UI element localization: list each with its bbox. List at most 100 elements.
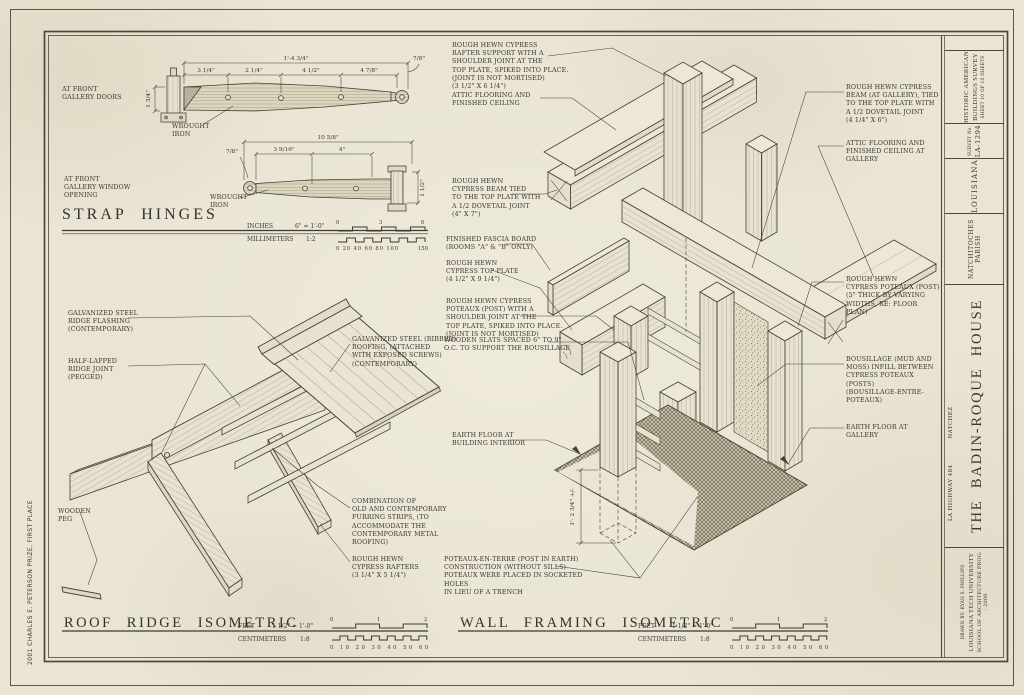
strap-hinges-title: STRAP HINGES [62,206,218,223]
project-title: THE BADIN-ROQUE HOUSE [969,298,985,534]
wall-note-bousillage: BOUSILLAGE (MUD AND MOSS) INFILL BETWEEN… [846,356,934,404]
school-name: LOUISIANA TECH UNIVERSITY [967,552,975,652]
wall-feet-eq: 1 1/2" = 1'-0" [672,623,713,630]
drawn-by: DRAWN BY: RYAN S. PHILLIPS [960,564,966,640]
dimension-texts: 1'-4 3/4" 3 1/4" 2 1/4" 4 1/2" 4 7/8" 7/… [146,56,576,526]
h2-start-dim: 7/8" [226,149,238,155]
wall-cm-eq: 1:8 [700,636,710,643]
label-wrought-iron-1: WROUGHT IRON [172,123,210,139]
roof-ridge-title: ROOF RIDGE ISOMETRIC [64,615,299,631]
roof-cm-ticks: 0 10 20 30 40 50 60 [330,645,428,651]
strap-in-tick-6: 6 [421,220,424,226]
h2-seg1-dim: 3 9/16" [273,147,295,153]
h2-seg2-dim: 4" [339,147,346,153]
roof-feet-eq: 1 1/2" = 1'-0" [272,623,313,630]
sheet-borders [10,9,1014,686]
wall-note-rafter-support: ROUGH HEWN CYPRESS RAFTER SUPPORT WITH A… [452,42,569,90]
wall-leaders [491,47,875,579]
habs-line1: HISTORIC AMERICAN [962,51,970,123]
roof-cm-eq: 1:8 [300,636,310,643]
wall-note-poteaux-en-terre: POTEAUX-EN-TERRE (POST IN EARTH) CONSTRU… [444,556,583,596]
wall-note-gallery-beam: ROUGH HEWN CYPRESS BEAM (AT GALLERY), TI… [846,84,939,124]
scale-texts: INCHES 6" = 1'-0" MILLIMETERS 1:2 0 3 6 … [238,220,828,651]
strap-in-tick-0: 0 [336,220,339,226]
depth-dimension [576,467,616,546]
strap-hinges-drawing [62,60,428,243]
wall-note-poteaux-shoulder: ROUGH HEWN CYPRESS POTEAUX (POST) WITH A… [446,298,563,338]
wall-framing-drawing [458,47,937,641]
wall-cm-ticks: 0 10 20 30 40 50 60 [730,645,828,651]
wall-note-poteaux-post: ROUGH HEWN CYPRESS POTEAUX (POST) (5" TH… [846,276,940,316]
county-name: NATCHITOCHES PARISH [967,219,982,279]
h1-seg1-dim: 3 1/4" [197,68,215,74]
sheet-count: SHEET 10 OF 10 SHEETS [981,55,987,119]
roof-cm-label: CENTIMETERS [238,636,286,643]
strap-mm-label: MILLIMETERS [247,236,293,243]
project-address: LA HIGHWAY 484 [948,464,954,521]
wall-feet-label: FEET [638,623,655,630]
strap-inches-label: INCHES [247,223,273,230]
roof-ft-tick-2: 2 [424,617,427,623]
school-program: SCHOOL OF ARCHITECTURE PROG. - 2000 [976,551,989,653]
strap-mm-eq: 1:2 [306,236,316,243]
roof-note-furring: COMBINATION OF OLD AND CONTEMPORARY FURR… [352,498,447,546]
arrowhead-interior-floor [572,446,581,455]
project-town: NATCHEZ [948,406,954,439]
roof-note-wooden-peg: WOODEN PEG [58,508,91,524]
wall-note-gallery-ceiling: ATTIC FLOORING AND FINISHED CEILING AT G… [846,140,925,164]
h1-seg4-dim: 4 7/8" [360,68,378,74]
label-gallery-doors: AT FRONT GALLERY DOORS [62,86,122,102]
wall-ft-tick-1: 1 [777,617,780,623]
wall-ft-tick-0: 0 [730,617,733,623]
label-wrought-iron-2: WROUGHT IRON [210,194,248,210]
wall-ft-tick-2: 2 [824,617,827,623]
wall-framing-title: WALL FRAMING ISOMETRIC [460,615,723,631]
wall-note-beam-dovetail: ROUGH HEWN CYPRESS BEAM TIED TO THE TOP … [452,178,541,218]
wall-note-earth-interior: EARTH FLOOR AT BUILDING INTERIOR [452,432,526,448]
h1-seg3-dim: 4 1/2" [302,68,320,74]
wall-cm-label: CENTIMETERS [638,636,686,643]
state-name: LOUISIANA [970,159,979,213]
survey-no-label: SURVEY No. [967,125,973,157]
wall-note-fascia: FINISHED FASCIA BOARD (ROOMS "A" & "B" O… [446,236,537,252]
wall-depth-dim: 1'- 2 3/4" +/- [570,488,576,525]
roof-ribs [278,317,429,428]
habs-line2: BUILDINGS SURVEY [972,53,979,121]
title-block: DRAWN BY: RYAN S. PHILLIPS LOUISIANA TEC… [945,36,1004,656]
peterson-prize-note: 2001 CHARLES E. PETERSON PRIZE, FIRST PL… [27,500,34,665]
roof-note-rafters: ROUGH HEWN CYPRESS RAFTERS (3 1/4" X 5 1… [352,556,419,580]
roof-note-roofing: GALVANIZED STEEL (RIBBED) ROOFING, (ATTA… [352,336,457,368]
title-block-state: LOUISIANA [945,159,1004,214]
strap-in-tick-3: 3 [379,220,382,226]
title-block-survey-no: SURVEY No. LA-1294 [945,124,1004,159]
title-block-corner-box [945,36,1004,51]
wall-note-slats: WOODEN SLATS SPACED 6" TO 9" O.C. TO SUP… [444,337,571,353]
roof-ridge-drawing [61,298,441,641]
strap-mm-ticks: 0 20 40 60 80 100 [336,246,398,252]
title-block-habs: HISTORIC AMERICAN BUILDINGS SURVEY SHEET… [945,51,1004,124]
title-block-county: NATCHITOCHES PARISH [945,214,1004,285]
strap-inches-eq: 6" = 1'-0" [295,223,325,230]
roof-note-ridge-joint: HALF-LAPPED RIDGE JOINT (PEGGED) [68,358,117,382]
h2-height-dim: 1 1/2" [420,179,426,197]
title-block-credits: DRAWN BY: RYAN S. PHILLIPS LOUISIANA TEC… [945,548,1004,656]
h1-overall-dim: 1'-4 3/4" [284,56,309,62]
wall-note-attic-flooring: ATTIC FLOORING AND FINISHED CEILING [452,92,531,108]
strap-mm-end: 150 [418,246,428,252]
roof-ft-tick-1: 1 [377,617,380,623]
roof-ft-tick-0: 0 [330,617,333,623]
title-block-project: LA HIGHWAY 484 NATCHEZ THE BADIN-ROQUE H… [945,285,1004,548]
arrowhead-gallery-floor [780,456,789,465]
h1-seg2-dim: 2 1/4" [245,68,263,74]
h2-overall-dim: 10 5/8" [317,135,339,141]
hidden-lines [599,238,687,544]
roof-leaders [79,315,351,586]
roof-feet-label: FEET [238,623,255,630]
roof-note-flashing: GALVANIZED STEEL RIDGE FLASHING (CONTEMP… [68,310,138,334]
wall-note-earth-gallery: EARTH FLOOR AT GALLERY [846,424,908,440]
label-gallery-window: AT FRONT GALLERY WINDOW OPENING [64,176,131,200]
survey-no: LA-1294 [973,124,982,158]
h1-height-dim: 1 3/4" [146,90,152,108]
